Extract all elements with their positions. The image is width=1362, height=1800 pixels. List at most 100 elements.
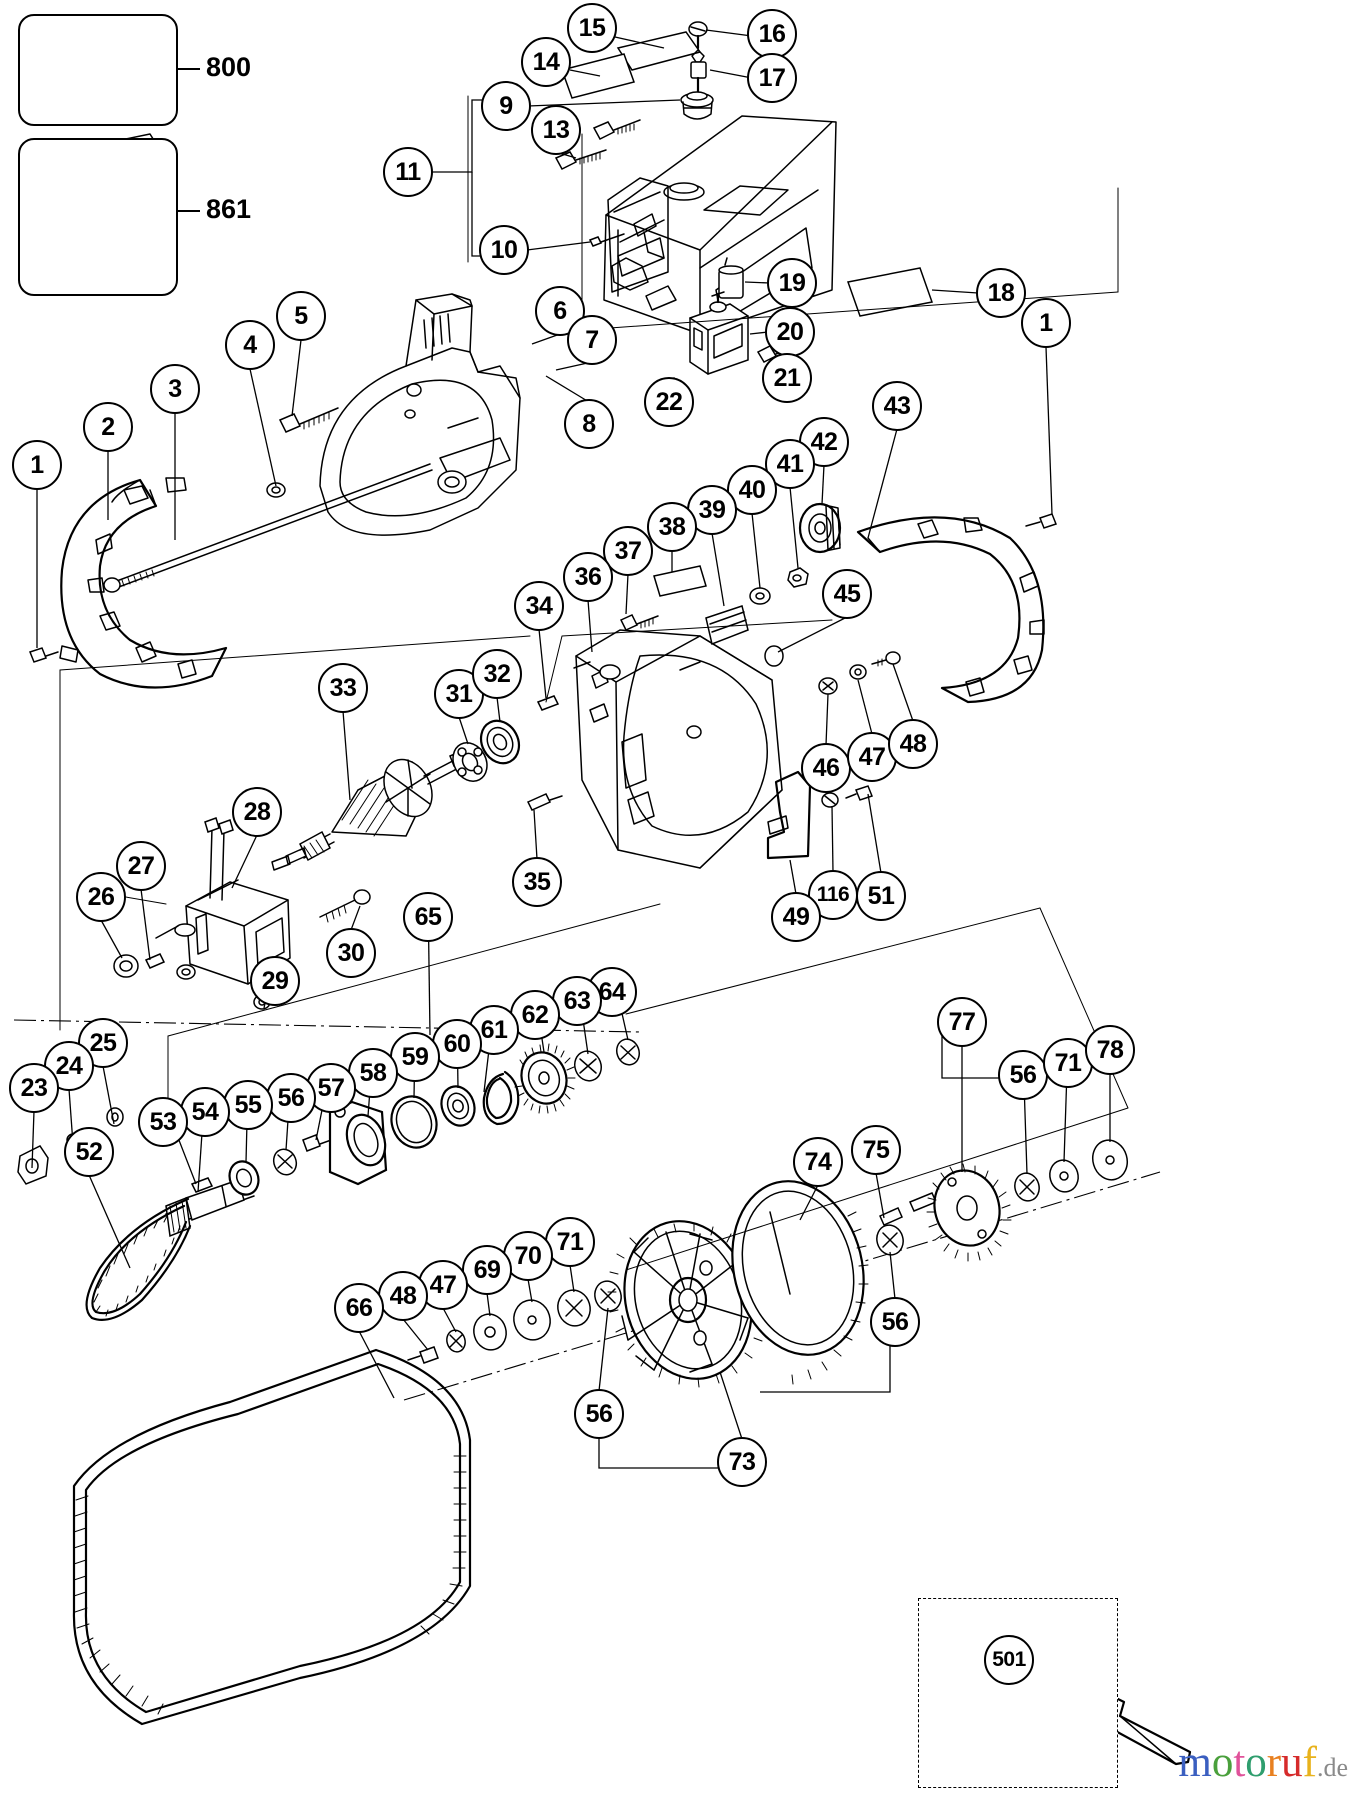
callout-balloon-43[interactable]: 43 [872,381,922,431]
callout-balloon-1[interactable]: 1 [1021,298,1071,348]
callout-balloon-51[interactable]: 51 [856,871,906,921]
callout-balloon-55[interactable]: 55 [223,1080,273,1130]
gearbox-housing-art [575,629,783,869]
part-42 [798,502,842,554]
callout-balloon-19[interactable]: 19 [767,258,817,308]
callout-balloon-56[interactable]: 56 [574,1389,624,1439]
callout-balloon-501[interactable]: 501 [984,1635,1034,1685]
part-34 [536,695,560,711]
callout-balloon-26[interactable]: 26 [76,872,126,922]
callout-balloon-65[interactable]: 65 [403,892,453,942]
watermark-letter-5: u [1281,1739,1303,1786]
callout-balloon-35[interactable]: 35 [512,857,562,907]
part-1-right-screw [1025,513,1057,529]
part-46-lower [821,792,839,808]
callout-balloon-13[interactable]: 13 [531,105,581,155]
callout-balloon-14[interactable]: 14 [521,37,571,87]
callout-balloon-34[interactable]: 34 [514,581,564,631]
callout-balloon-48[interactable]: 48 [888,719,938,769]
callout-balloon-11[interactable]: 11 [383,147,433,197]
callout-balloon-56[interactable]: 56 [266,1073,316,1123]
part-40 [749,587,771,605]
inset-box-501 [918,1598,1118,1788]
part-28-field [155,817,291,985]
callout-balloon-30[interactable]: 30 [326,928,376,978]
callout-balloon-4[interactable]: 4 [225,320,275,370]
callout-balloon-77[interactable]: 77 [937,997,987,1047]
callout-balloon-45[interactable]: 45 [822,569,872,619]
callout-balloon-73[interactable]: 73 [717,1437,767,1487]
callout-balloon-46[interactable]: 46 [801,743,851,793]
callout-balloon-54[interactable]: 54 [180,1087,230,1137]
callout-balloon-29[interactable]: 29 [250,956,300,1006]
callout-balloon-3[interactable]: 3 [150,364,200,414]
callout-balloon-71[interactable]: 71 [1043,1038,1093,1088]
upper-housing-art [603,115,837,335]
callout-balloon-15[interactable]: 15 [567,3,617,53]
part-17 [690,49,707,94]
callout-balloon-7[interactable]: 7 [567,315,617,365]
part-41 [787,567,809,588]
callout-balloon-8[interactable]: 8 [564,399,614,449]
part-4-washer [266,482,286,498]
callout-balloon-78[interactable]: 78 [1085,1025,1135,1075]
callout-balloon-10[interactable]: 10 [479,225,529,275]
part-2-guard [59,477,228,689]
callout-balloon-9[interactable]: 9 [481,81,531,131]
callout-balloon-22[interactable]: 22 [644,377,694,427]
part-47 [849,664,867,680]
callout-balloon-1[interactable]: 1 [12,440,62,490]
callout-balloon-23[interactable]: 23 [9,1063,59,1113]
inset-box-861 [18,138,178,296]
callout-balloon-52[interactable]: 52 [64,1127,114,1177]
callout-balloon-16[interactable]: 16 [747,9,797,59]
callout-balloon-74[interactable]: 74 [793,1137,843,1187]
callout-balloon-39[interactable]: 39 [687,485,737,535]
callout-balloon-48[interactable]: 48 [378,1271,428,1321]
part-46 [818,677,838,695]
callout-balloon-63[interactable]: 63 [552,976,602,1026]
callout-balloon-53[interactable]: 53 [138,1097,188,1147]
callout-balloon-20[interactable]: 20 [765,307,815,357]
watermark-letter-0: m [1178,1739,1212,1786]
callout-balloon-5[interactable]: 5 [276,291,326,341]
callout-balloon-75[interactable]: 75 [851,1125,901,1175]
part-16 [688,21,708,50]
callout-balloon-69[interactable]: 69 [462,1245,512,1295]
callout-balloon-2[interactable]: 2 [83,402,133,452]
part-35 [526,793,563,811]
callout-balloon-33[interactable]: 33 [318,663,368,713]
callout-balloon-49[interactable]: 49 [771,892,821,942]
callout-balloon-17[interactable]: 17 [747,53,797,103]
watermark-letter-4: r [1266,1739,1282,1786]
part-20 [689,291,749,375]
part-15 [616,31,702,71]
part-30 [319,889,371,923]
callout-balloon-56[interactable]: 56 [870,1297,920,1347]
part-18 [847,267,933,317]
part-3-long-bolt [103,463,433,593]
callout-balloon-28[interactable]: 28 [232,787,282,837]
watermark-letter-3: o [1245,1739,1267,1786]
part-10 [588,233,625,247]
part-5-screw [278,407,339,433]
part-48 [871,651,901,667]
part-45 [764,645,784,667]
callout-balloon-18[interactable]: 18 [976,268,1026,318]
callout-balloon-27[interactable]: 27 [116,841,166,891]
part-36 [573,661,591,669]
callout-balloon-56[interactable]: 56 [998,1050,1048,1100]
callout-balloon-36[interactable]: 36 [563,552,613,602]
part-31-bearing [452,742,488,782]
callout-balloon-66[interactable]: 66 [334,1283,384,1333]
callout-balloon-21[interactable]: 21 [762,353,812,403]
callout-balloon-38[interactable]: 38 [647,502,697,552]
callout-balloon-32[interactable]: 32 [472,649,522,699]
group-boxes [59,95,1129,1271]
inset-800-leader [178,68,200,70]
part-33-armature [271,749,471,871]
front-housing-art [319,293,521,536]
callout-balloon-58[interactable]: 58 [348,1048,398,1098]
